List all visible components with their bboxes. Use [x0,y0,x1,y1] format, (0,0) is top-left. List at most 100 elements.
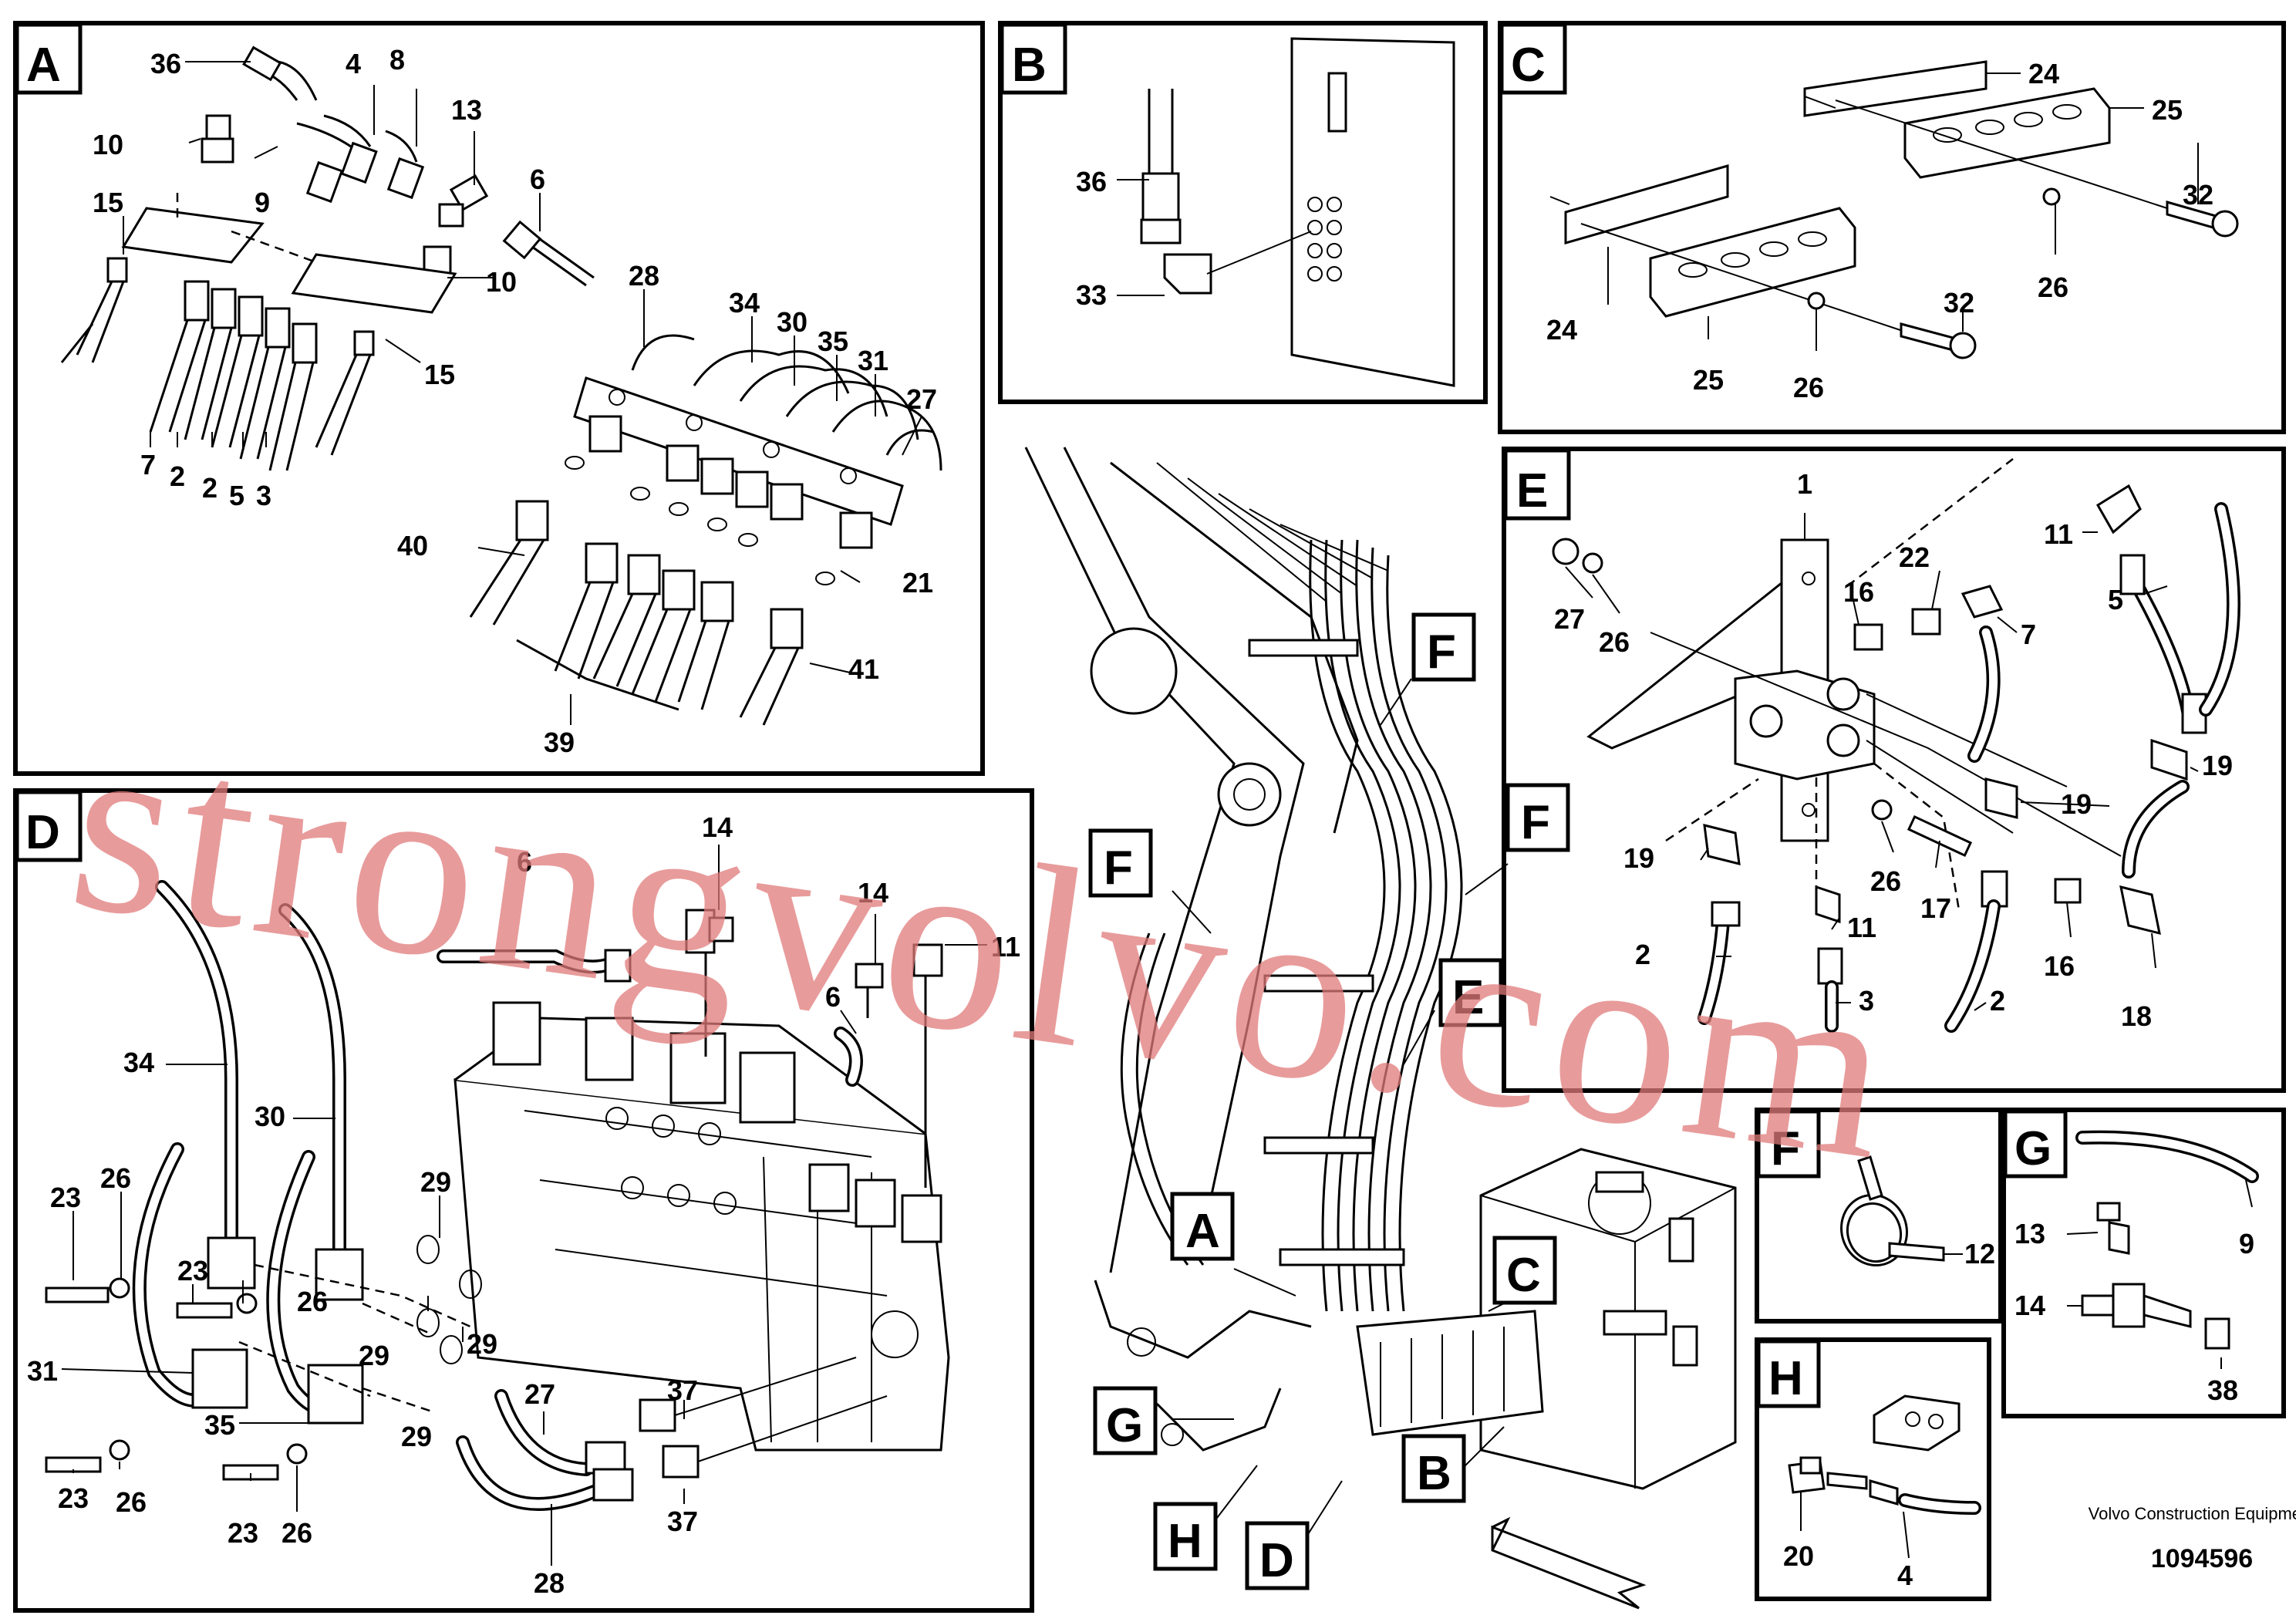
overview-marker-h: H [1153,1502,1218,1571]
overview-marker-f-left: F [1088,828,1153,898]
panel-f-frame [1755,1108,2003,1324]
callout: 26 [116,1486,147,1518]
callout: 9 [2239,1228,2254,1259]
svg-text:A: A [1185,1205,1220,1258]
callout: 35 [204,1409,235,1441]
callout: 5 [2108,584,2123,615]
callout: 24 [1546,314,1577,346]
svg-text:B: B [1012,39,1047,92]
callout: 6 [517,846,532,878]
callout: 28 [534,1567,565,1599]
callout: 23 [50,1182,81,1213]
callout: 2 [202,472,217,504]
callout: 7 [2021,619,2036,650]
panel-f-tag: F [1756,1109,1821,1179]
overview-marker-g: G [1093,1386,1158,1455]
svg-text:D: D [25,806,60,859]
callout: 2 [170,460,185,492]
callout: 34 [729,287,760,319]
svg-text:G: G [1106,1399,1143,1452]
callout: 25 [1693,364,1724,396]
panel-f-callouts: 12 [1964,1238,1995,1270]
callout: 26 [2038,271,2068,303]
panel-h-frame [1755,1337,1991,1601]
svg-text:F: F [1771,1122,1800,1175]
panel-e-tag: E [1503,448,1571,521]
callout: 26 [282,1517,312,1549]
callout: 33 [1076,279,1107,311]
callout: 19 [1623,842,1654,874]
callout: 11 [2044,518,2073,550]
svg-text:C: C [1506,1249,1541,1302]
svg-text:A: A [26,39,61,92]
svg-text:C: C [1511,39,1546,92]
callout: 19 [2202,750,2233,781]
callout: 26 [100,1162,131,1194]
callout: 38 [2207,1374,2238,1406]
callout: 37 [667,1374,698,1406]
svg-text:H: H [1768,1352,1803,1405]
callout: 29 [467,1328,497,1360]
callout: 32 [2183,179,2213,211]
callout: 15 [424,359,455,390]
callout: 11 [1847,912,1876,943]
callout: 3 [1859,985,1874,1017]
callout: 39 [544,727,575,758]
panel-b-tag: B [1000,22,1067,95]
callout: 32 [1944,287,1974,319]
panel-b-callouts: 36 33 [1076,166,1107,311]
callout: 23 [228,1517,258,1549]
panel-d-tag: D [15,790,83,862]
overview-marker-b: B [1401,1434,1466,1503]
callout: 2 [1990,985,2005,1017]
callout: 17 [1920,892,1951,924]
callout: 13 [2014,1218,2045,1249]
callout: 7 [140,449,156,481]
svg-text:E: E [1452,971,1484,1024]
callout: 4 [346,48,361,79]
callout: 14 [702,811,733,843]
callout: 11 [991,931,1020,963]
callout: 13 [451,94,482,126]
callout: 19 [2061,788,2092,820]
callout: 22 [1899,541,1930,573]
callout: 16 [1843,576,1874,608]
callout: 27 [524,1378,555,1410]
callout: 30 [255,1101,285,1132]
svg-text:E: E [1516,464,1548,518]
callout: 26 [1599,626,1630,658]
callout: 31 [858,345,888,376]
panel-c-frame [1498,21,2286,434]
panel-g-drawing [2066,1130,2259,1369]
overview-marker-d: D [1245,1521,1310,1590]
overview-marker-e: E [1438,958,1503,1027]
callout: 35 [818,325,848,357]
callout: 6 [825,981,841,1013]
callout: 37 [667,1506,698,1537]
panel-h-tag: H [1756,1339,1821,1408]
callout: 10 [93,129,123,160]
svg-text:H: H [1168,1515,1202,1568]
callout: 27 [906,383,937,415]
panel-d-drawing [45,845,987,1566]
panel-g-frame [2001,1108,2286,1418]
callout: 24 [2028,58,2059,89]
callout: 27 [1554,603,1585,635]
svg-text:F: F [1521,796,1550,849]
callout: 4 [1897,1560,1913,1591]
panel-f-drawing [1840,1155,1963,1267]
callout: 26 [297,1286,328,1317]
overview-machine-drawing [1024,447,1737,1610]
callout: 6 [530,164,545,195]
callout: 14 [858,877,888,909]
svg-text:F: F [1104,841,1133,895]
callout: 23 [177,1255,208,1286]
panel-e-callouts: 1 11 22 5 27 26 16 7 19 19 19 26 17 11 2… [1554,468,2233,1032]
callout: 41 [848,653,879,685]
panel-b-drawing [1117,37,1455,387]
callout: 14 [2014,1290,2045,1321]
overview-marker-c: C [1492,1236,1557,1305]
svg-text:F: F [1427,626,1456,679]
callout: 34 [123,1047,154,1078]
